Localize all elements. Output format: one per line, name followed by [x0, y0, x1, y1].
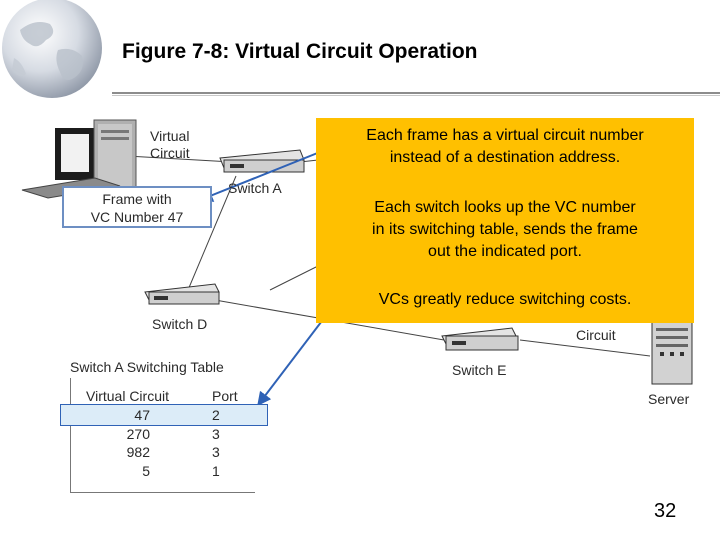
- server-label: Server: [648, 391, 690, 407]
- switch-a-icon: [219, 149, 305, 173]
- table-header-port: Port: [212, 388, 238, 404]
- callout-line4: in its switching table, sends the frame: [372, 221, 638, 238]
- link-switch-d-callout: [269, 265, 319, 291]
- switch-a-label: Switch A: [228, 180, 282, 196]
- explanation-callout: Each frame has a virtual circuit number …: [316, 118, 694, 323]
- callout-line5: out the indicated port.: [428, 243, 582, 260]
- virtual-circuit-label-line2: Circuit: [150, 145, 190, 161]
- callout-line1: Each frame has a virtual circuit number: [366, 127, 644, 144]
- table-row-port: 3: [212, 426, 220, 442]
- link-switch-a-switch-d: [187, 175, 237, 291]
- virtual-circuit-label-line1: Virtual: [150, 128, 190, 144]
- switch-d-label: Switch D: [152, 316, 208, 332]
- switch-d-icon: [144, 283, 220, 305]
- table-row-vc: 5: [142, 463, 150, 479]
- server-icon: [651, 321, 693, 385]
- callout-line2: instead of a destination address.: [389, 149, 621, 166]
- globe-logo: [2, 0, 102, 98]
- table-row-port: 1: [212, 463, 220, 479]
- title-rule: [112, 92, 720, 94]
- circuit-label: Circuit: [576, 327, 616, 343]
- arrow-to-frame-box: [198, 147, 331, 202]
- table-row-vc: 47: [134, 407, 150, 423]
- frame-with-vc-box: Frame with VC Number 47: [62, 186, 212, 228]
- switch-e-icon: [441, 327, 519, 351]
- frame-box-line1: Frame with: [102, 191, 172, 207]
- callout-line3: Each switch looks up the VC number: [374, 199, 636, 216]
- table-row-vc: 270: [126, 426, 150, 442]
- link-switch-e-server: [519, 339, 651, 357]
- table-row-vc: 982: [126, 444, 150, 460]
- switching-table-title: Switch A Switching Table: [70, 359, 224, 375]
- title-rule-shadow: [112, 95, 720, 96]
- table-header-vc: Virtual Circuit: [86, 388, 169, 404]
- callout-line6: VCs greatly reduce switching costs.: [378, 291, 632, 308]
- slide-title: Figure 7-8: Virtual Circuit Operation: [122, 40, 478, 63]
- switch-e-label: Switch E: [452, 362, 507, 378]
- highlighted-row: [60, 404, 268, 426]
- page-number: 32: [654, 500, 677, 522]
- frame-box-line2: VC Number 47: [90, 209, 184, 225]
- table-row-port: 2: [212, 407, 220, 423]
- table-row-port: 3: [212, 444, 220, 460]
- switching-table: [70, 378, 255, 493]
